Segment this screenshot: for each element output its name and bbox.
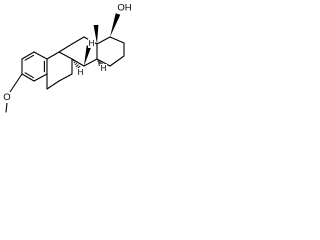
h9-hydrogen-mask: [77, 68, 84, 77]
ring-b-bond: [58, 51, 73, 60]
ring-a-bond: [21, 73, 35, 82]
methyl-wedge-bond: [93, 24, 99, 44]
ring-d-bond: [109, 55, 125, 67]
ring-a-bond: [33, 51, 48, 60]
atom-label-layer: O OH H H H: [2, 2, 133, 103]
hydroxyl-label: OH: [117, 3, 131, 14]
ring-d-bond: [109, 36, 125, 44]
ring-c-bond: [58, 43, 73, 53]
ring-d-bond: [96, 58, 111, 67]
ring-a-double-bond: [24, 72, 35, 79]
bond-layer: [5, 13, 125, 113]
ring-d-bond: [96, 36, 111, 45]
h14-hash-bond-stroke: [97, 60, 100, 63]
h9-hydrogen-label: H: [78, 68, 84, 77]
h8-wedge-bond: [84, 45, 92, 66]
hydroxyl-wedge-bond: [110, 13, 121, 37]
ring-c-bond: [71, 36, 85, 45]
methoxy-methyl-bond: [5, 102, 8, 113]
ring-a-bond: [33, 73, 48, 82]
h14-hash-bond: [97, 59, 103, 67]
h14-hydrogen-mask: [100, 64, 107, 73]
methoxy-oxygen-mask: [2, 92, 12, 103]
h9-hash-bond-stroke: [73, 61, 76, 64]
h9-hash-bond-stroke: [72, 60, 74, 62]
ring-c-bond: [71, 58, 85, 67]
structure-diagram: O OH H H H: [2, 2, 133, 113]
h9-hash-bond-stroke: [74, 62, 78, 66]
ring-a-bond: [21, 51, 35, 60]
ring-a-double-bond: [24, 54, 35, 61]
h9-hash-bond-stroke: [75, 64, 79, 68]
hydroxyl-mask: [116, 2, 133, 13]
ring-b-bond: [46, 51, 60, 60]
methoxy-oxygen-label: O: [3, 92, 10, 103]
ring-b-bond: [46, 80, 60, 90]
h8-hydrogen-mask: [88, 39, 95, 48]
h14-hash-bond-stroke: [97, 61, 101, 64]
ring-c-bond: [83, 58, 98, 67]
h14-hydrogen-label: H: [101, 64, 107, 73]
ring-b-bond: [58, 73, 73, 82]
methoxy-o-bond: [9, 73, 23, 93]
h14-hash-bond-stroke: [98, 62, 102, 65]
h8-hydrogen-label: H: [89, 39, 95, 48]
